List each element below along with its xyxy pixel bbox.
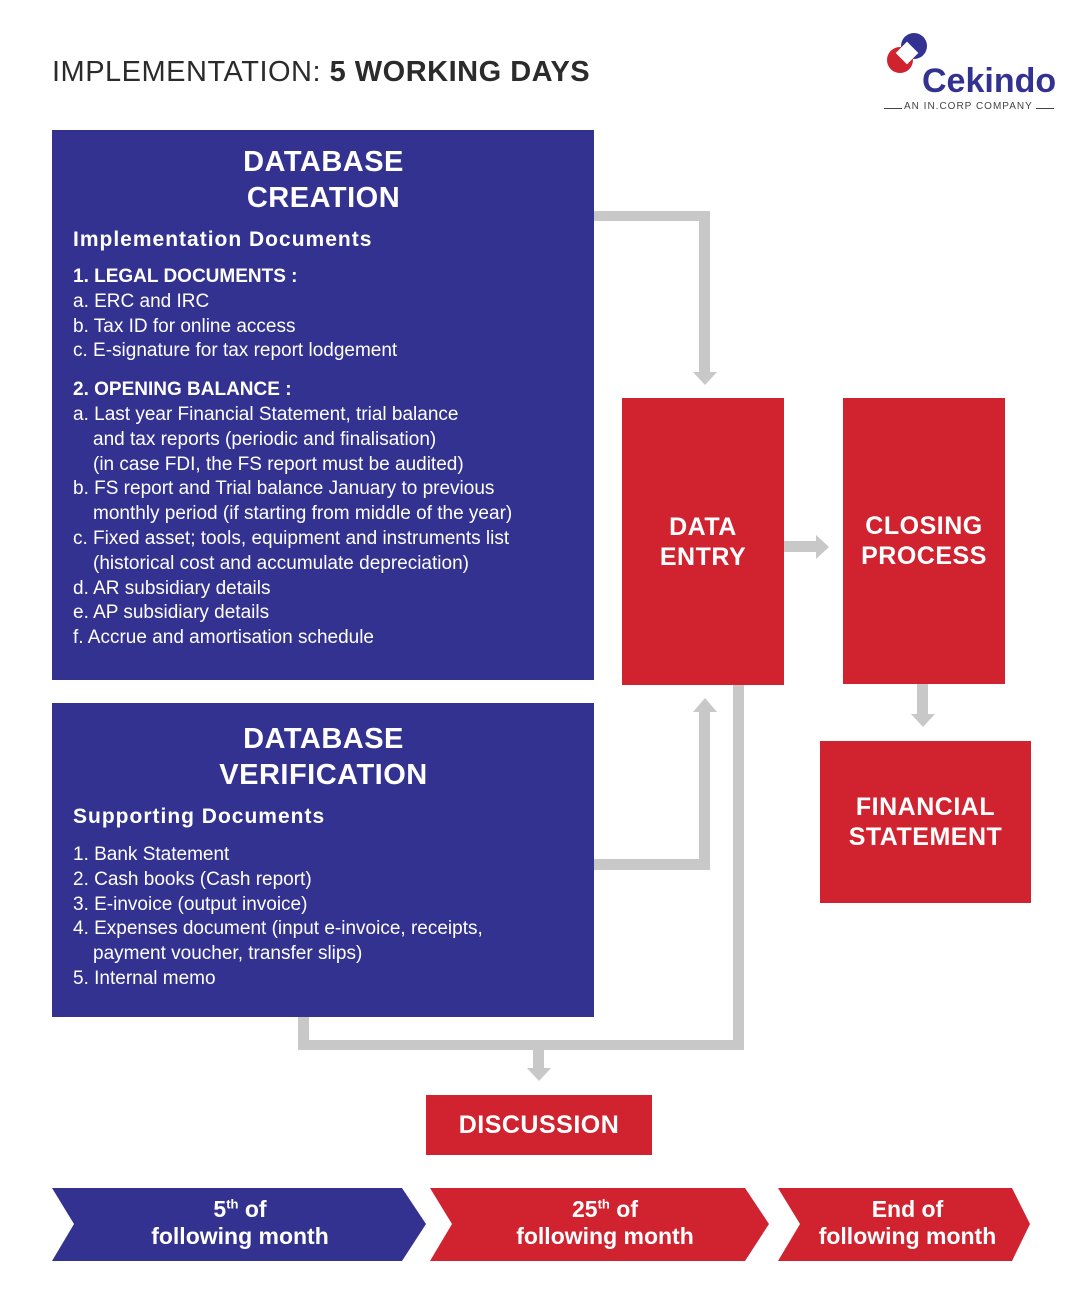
- closing-process-label-line2: PROCESS: [861, 542, 987, 570]
- timeline-step-2-shape: [430, 1188, 769, 1261]
- list-item: 1. LEGAL DOCUMENTS :: [73, 266, 298, 287]
- logo-divider-right: [1036, 108, 1054, 109]
- discussion-label: DISCUSSION: [458, 1111, 620, 1139]
- logo: Cekindo AN IN.CORP COMPANY: [880, 28, 1060, 118]
- arrow-up-icon: [693, 698, 717, 712]
- financial-statement-label-line1: FINANCIAL: [855, 793, 996, 821]
- list-item: 3. E-invoice (output invoice): [73, 893, 308, 915]
- timeline-step-1-num: 5: [213, 1196, 227, 1222]
- connector-verification-up: [699, 712, 710, 870]
- financial-statement-box: FINANCIAL STATEMENT: [820, 741, 1031, 903]
- list-item: a. ERC and IRC: [73, 290, 210, 312]
- database-verification-heading: DATABASE VERIFICATION: [73, 721, 574, 793]
- title-prefix: IMPLEMENTATION:: [52, 56, 330, 88]
- title-bold: 5 WORKING DAYS: [329, 56, 591, 88]
- list-item: (historical cost and accumulate deprecia…: [93, 552, 469, 574]
- timeline-step-2-label: 25th of following month: [455, 1196, 755, 1250]
- arrow-right-icon: [816, 535, 829, 559]
- logo-name: Cekindo: [922, 62, 1057, 100]
- connector-verification-right: [594, 859, 710, 870]
- data-entry-box: DATA ENTRY: [622, 398, 784, 685]
- list-item: c. Fixed asset; tools, equipment and ins…: [73, 527, 510, 549]
- connector-verification-down: [298, 1016, 309, 1050]
- connector-dataentry-to-closing: [784, 541, 818, 552]
- financial-statement-label-line2: STATEMENT: [848, 823, 1003, 851]
- heading-line: DATABASE: [243, 146, 404, 178]
- connector-discussion-stem: [533, 1040, 544, 1070]
- list-item: and tax reports (periodic and finalisati…: [93, 428, 437, 450]
- connector-dataentry-down: [733, 684, 744, 1050]
- database-creation-heading: DATABASE CREATION: [73, 144, 574, 216]
- heading-line: DATABASE: [243, 723, 404, 755]
- timeline-step-1-label: 5th of following month: [80, 1196, 400, 1250]
- data-entry-label-line1: DATA: [669, 512, 737, 541]
- list-item: 2. Cash books (Cash report): [73, 868, 312, 890]
- list-item: b. Tax ID for online access: [73, 315, 296, 337]
- timeline-step-1-line2: following month: [151, 1223, 329, 1249]
- page-title: IMPLEMENTATION: 5 WORKING DAYS: [52, 56, 590, 89]
- timeline-step-3-label: End of following month: [800, 1196, 1015, 1250]
- list-item: b. FS report and Trial balance January t…: [73, 478, 495, 500]
- list-item: (in case FDI, the FS report must be audi…: [93, 453, 464, 475]
- timeline-step-3-line2: following month: [818, 1223, 997, 1249]
- list-item: 2. OPENING BALANCE :: [73, 379, 292, 401]
- heading-line: CREATION: [246, 182, 401, 214]
- connector-creation-right: [594, 211, 710, 221]
- data-entry-label-line2: ENTRY: [659, 542, 747, 571]
- timeline-step-3-shape: [778, 1188, 1030, 1261]
- timeline-step-3-num: End of: [871, 1196, 944, 1222]
- timeline-step-1-sup: th: [226, 1196, 239, 1212]
- arrow-down-icon: [527, 1068, 551, 1081]
- logo-mark-icon: [887, 33, 927, 73]
- implementation-documents-list: 1. LEGAL DOCUMENTS : a. ERC and IRC b. T…: [73, 265, 574, 651]
- database-verification-box: DATABASE VERIFICATION Supporting Documen…: [52, 703, 594, 1017]
- connector-creation-down: [699, 211, 710, 375]
- connector-closing-down: [917, 684, 928, 716]
- list-item: c. E-signature for tax report lodgement: [73, 340, 398, 362]
- timeline-step-1-rest: of: [238, 1196, 267, 1222]
- list-item: d. AR subsidiary details: [73, 577, 271, 599]
- logo-tagline: AN IN.CORP COMPANY: [904, 101, 1033, 112]
- timeline-step-2-num: 25: [572, 1196, 598, 1222]
- list-item: a. Last year Financial Statement, trial …: [73, 403, 459, 425]
- list-item: 5. Internal memo: [73, 967, 216, 989]
- arrow-down-icon: [911, 714, 935, 727]
- discussion-box: DISCUSSION: [426, 1095, 652, 1155]
- database-creation-box: DATABASE CREATION Implementation Documen…: [52, 130, 594, 680]
- list-item: e. AP subsidiary details: [73, 602, 270, 624]
- logo-divider-left: [884, 108, 902, 109]
- connector-bottom-horizontal: [298, 1040, 744, 1050]
- list-item: 4. Expenses document (input e-invoice, r…: [73, 918, 483, 940]
- database-creation-subheading: Implementation Documents: [73, 228, 373, 251]
- closing-process-box: CLOSING PROCESS: [843, 398, 1005, 684]
- timeline-step-2-line2: following month: [516, 1223, 694, 1249]
- list-item: f. Accrue and amortisation schedule: [73, 627, 375, 649]
- timeline-chevrons: [52, 1188, 1030, 1261]
- supporting-documents-list: 1. Bank Statement 2. Cash books (Cash re…: [73, 843, 574, 992]
- timeline-step-1-shape: [52, 1188, 426, 1261]
- closing-process-label-line1: CLOSING: [865, 512, 983, 540]
- timeline-step-2-rest: of: [609, 1196, 638, 1222]
- list-item: 1. Bank Statement: [73, 844, 230, 865]
- timeline-step-2-sup: th: [597, 1196, 610, 1212]
- arrow-down-icon: [693, 372, 717, 385]
- list-item: monthly period (if starting from middle …: [93, 503, 513, 525]
- list-item: payment voucher, transfer slips): [93, 943, 363, 965]
- heading-line: VERIFICATION: [219, 759, 428, 791]
- database-verification-subheading: Supporting Documents: [73, 805, 326, 828]
